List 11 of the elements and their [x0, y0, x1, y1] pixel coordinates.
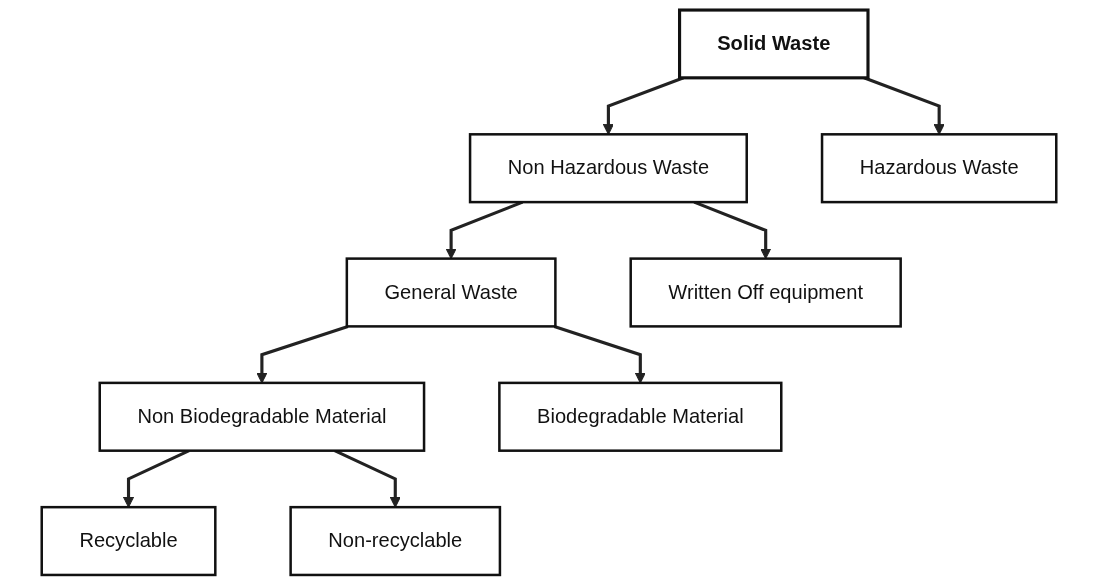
arrow: [602, 76, 685, 135]
node-box: Biodegradable Material: [498, 381, 783, 452]
node-box: General Waste: [345, 257, 557, 328]
node-box: Non Biodegradable Material: [98, 381, 426, 452]
node-box: Non-recyclable: [289, 505, 502, 577]
node-box: Solid Waste: [678, 8, 870, 80]
node-box: Hazardous Waste: [820, 133, 1058, 204]
arrow: [863, 76, 945, 135]
node-box: Written Off equipment: [629, 257, 902, 328]
node-box: Recyclable: [40, 505, 217, 577]
node-box: Non Hazardous Waste: [468, 133, 748, 204]
